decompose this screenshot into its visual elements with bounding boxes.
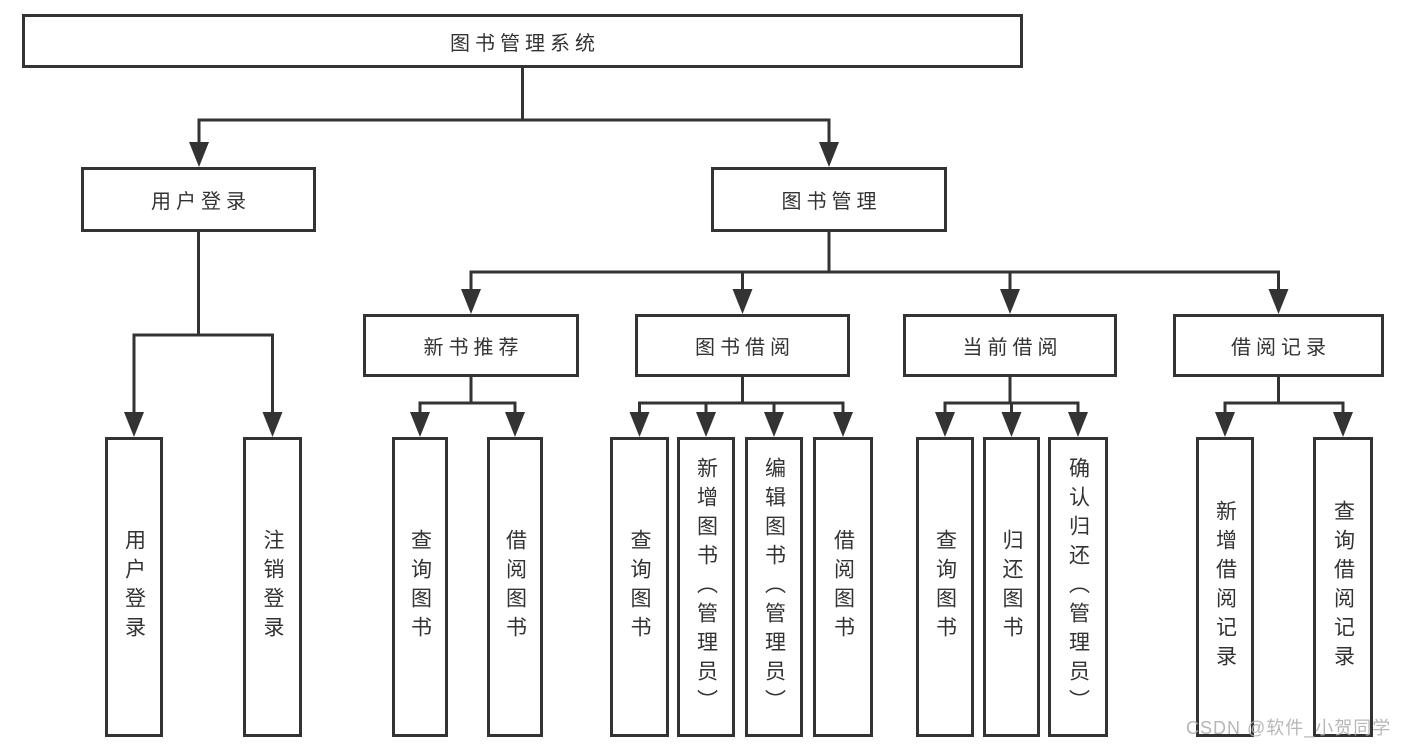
connector-borrow-records-to-leaves [1215, 376, 1353, 437]
node-book-management-label: 图书管理 [781, 191, 882, 213]
leaf-user-login: 用户登录 [105, 437, 163, 737]
connector-new-book-recommend-to-leaves [410, 377, 525, 437]
node-root-label: 图书管理系统 [450, 32, 600, 55]
leaf-add-book-admin: 新增图书（管理员） [677, 437, 735, 737]
leaf-query-books-2-label: 查询图书 [628, 529, 651, 645]
leaf-query-books-1: 查询图书 [392, 437, 448, 737]
leaf-query-books-3-label: 查询图书 [933, 529, 957, 645]
leaf-logout: 注销登录 [243, 437, 302, 737]
leaf-query-books-1-label: 查询图书 [408, 529, 432, 645]
leaf-return-book-label: 归还图书 [1000, 529, 1023, 645]
leaf-return-book: 归还图书 [983, 437, 1040, 737]
node-root: 图书管理系统 [22, 14, 1023, 68]
connector-current-borrow-to-leaves [935, 376, 1088, 437]
node-new-book-recommend-label: 新书推荐 [423, 337, 524, 359]
node-borrow-records: 借阅记录 [1173, 314, 1384, 377]
connector-user-login-to-leaves [124, 232, 283, 437]
leaf-add-book-admin-label: 新增图书（管理员） [694, 456, 718, 718]
leaf-confirm-return-admin-label: 确认归还（管理员） [1066, 456, 1090, 718]
node-user-login-label: 用户登录 [151, 191, 251, 213]
node-user-login: 用户登录 [81, 167, 316, 232]
leaf-user-login-label: 用户登录 [122, 529, 146, 645]
leaf-edit-book-admin: 编辑图书（管理员） [745, 437, 803, 737]
connector-root-to-level2 [189, 68, 839, 167]
node-current-borrow-label: 当前借阅 [962, 337, 1063, 359]
leaf-borrow-books-2-label: 借阅图书 [831, 529, 855, 645]
node-book-borrow-label: 图书借阅 [695, 337, 795, 359]
leaf-borrow-books-2: 借阅图书 [813, 437, 873, 737]
leaf-add-borrow-record-label: 新增借阅记录 [1213, 500, 1237, 674]
leaf-confirm-return-admin: 确认归还（管理员） [1048, 437, 1108, 737]
watermark: CSDN @软件_小贺同学 [1186, 718, 1392, 738]
leaf-edit-book-admin-label: 编辑图书（管理员） [762, 456, 786, 718]
leaf-borrow-books-1-label: 借阅图书 [503, 529, 527, 645]
connector-book-borrow-to-leaves [629, 377, 853, 437]
node-book-borrow: 图书借阅 [635, 314, 850, 377]
leaf-borrow-books-1: 借阅图书 [487, 437, 543, 737]
leaf-query-borrow-record-label: 查询借阅记录 [1331, 500, 1355, 674]
node-new-book-recommend: 新书推荐 [363, 314, 579, 377]
leaf-query-borrow-record: 查询借阅记录 [1313, 437, 1373, 737]
node-book-management: 图书管理 [711, 167, 947, 232]
connector-book-management-to-level3 [461, 232, 1289, 314]
leaf-logout-label: 注销登录 [261, 529, 284, 645]
leaf-query-books-3: 查询图书 [916, 437, 974, 737]
leaf-query-books-2: 查询图书 [610, 437, 669, 737]
node-borrow-records-label: 借阅记录 [1231, 337, 1331, 359]
node-current-borrow: 当前借阅 [903, 314, 1117, 377]
leaf-add-borrow-record: 新增借阅记录 [1196, 437, 1254, 737]
